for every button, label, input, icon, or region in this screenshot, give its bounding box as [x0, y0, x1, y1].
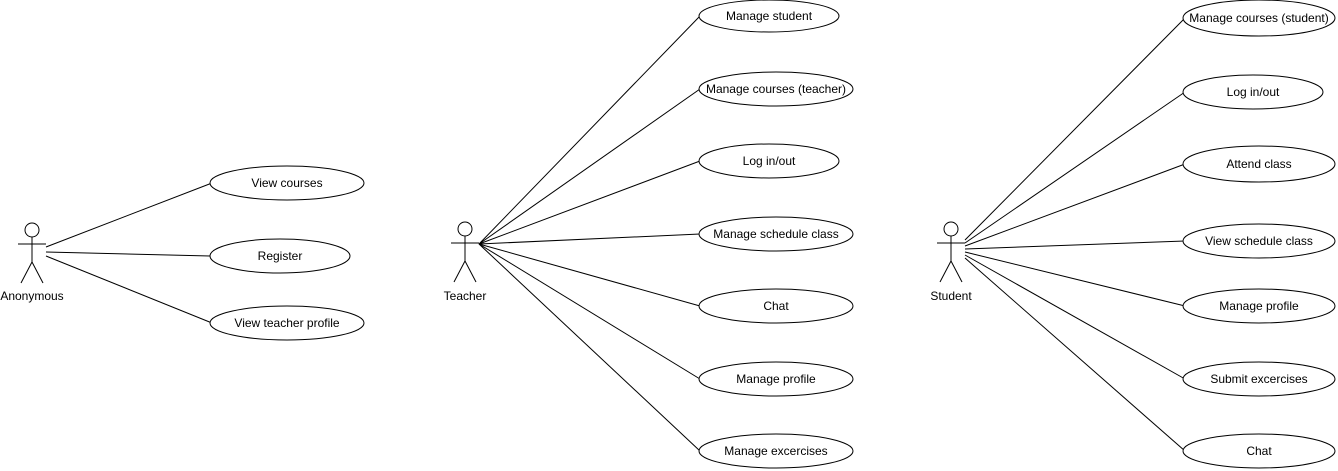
association-line	[45, 251, 211, 257]
association-lines	[45, 15, 1186, 452]
actor-teacher: Teacher	[444, 221, 487, 303]
use-case-label: Attend class	[1226, 157, 1291, 171]
use-case-manage-courses-student: Manage courses (student)	[1182, 0, 1336, 37]
association-line	[964, 240, 1186, 250]
use-case-manage-schedule-class: Manage schedule class	[698, 216, 854, 252]
association-line	[478, 15, 701, 245]
use-case-log-in-out-student: Log in/out	[1182, 74, 1324, 110]
use-case-label: Manage schedule class	[713, 227, 838, 241]
association-line	[478, 160, 701, 245]
association-line	[964, 91, 1186, 244]
use-case-label: Manage student	[726, 9, 813, 23]
association-line	[964, 17, 1186, 241]
association-line	[478, 88, 701, 245]
use-case-label: View schedule class	[1205, 234, 1313, 248]
use-case-manage-excercises: Manage excercises	[698, 433, 854, 469]
use-case-label: Manage courses (teacher)	[706, 82, 846, 96]
use-case-chat-student: Chat	[1182, 433, 1336, 469]
association-line	[45, 182, 213, 248]
actor-label-anonymous: Anonymous	[0, 289, 63, 303]
use-case-label: Chat	[1246, 444, 1272, 458]
use-case-log-in-out-teacher: Log in/out	[698, 143, 840, 179]
association-line	[478, 233, 701, 245]
use-case-manage-student: Manage student	[698, 0, 840, 33]
actor-student: Student	[930, 221, 972, 303]
use-case-manage-courses-teacher: Manage courses (teacher)	[698, 71, 854, 107]
association-line	[478, 243, 701, 380]
association-line	[478, 243, 701, 307]
use-case-view-courses: View courses	[209, 165, 365, 201]
use-case-label: Log in/out	[743, 154, 796, 168]
use-case-label: Log in/out	[1227, 85, 1280, 99]
use-case-label: Manage profile	[1219, 299, 1299, 313]
association-line	[964, 257, 1186, 452]
stick-figure-icon	[451, 221, 479, 283]
use-case-attend-class: Attend class	[1182, 145, 1336, 183]
association-line	[964, 254, 1186, 380]
use-case-register: Register	[209, 238, 351, 274]
stick-figure-icon	[937, 221, 965, 283]
association-line	[964, 251, 1186, 307]
use-case-view-schedule-class: View schedule class	[1182, 223, 1336, 259]
actor-label-student: Student	[930, 289, 972, 303]
use-case-view-teacher-profile: View teacher profile	[209, 305, 365, 341]
use-case-label: Manage excercises	[724, 444, 827, 458]
actor-label-teacher: Teacher	[444, 289, 487, 303]
use-case-label: Chat	[763, 299, 789, 313]
use-case-chat-teacher: Chat	[698, 288, 854, 324]
use-case-manage-profile-student: Manage profile	[1182, 288, 1336, 324]
use-case-label: View teacher profile	[234, 316, 339, 330]
association-line	[478, 243, 701, 452]
association-line	[964, 163, 1186, 247]
use-case-label: Manage courses (student)	[1189, 11, 1328, 25]
use-case-submit-excercises: Submit excercises	[1182, 361, 1336, 397]
use-case-label: Manage profile	[736, 372, 816, 386]
actor-anonymous: Anonymous	[0, 222, 64, 303]
stick-figure-icon	[18, 222, 46, 284]
use-case-label: View courses	[251, 176, 322, 190]
use-case-label: Submit excercises	[1210, 372, 1307, 386]
use-case-manage-profile-teacher: Manage profile	[698, 361, 854, 397]
use-case-label: Register	[258, 249, 303, 263]
association-line	[45, 255, 213, 324]
